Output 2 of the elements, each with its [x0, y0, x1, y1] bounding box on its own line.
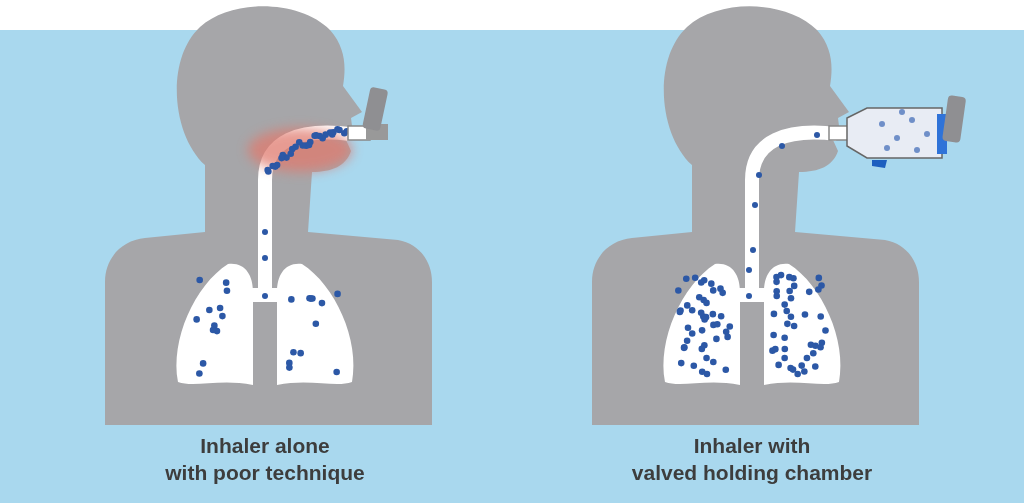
caption: Inhaler with valved holding chamber [630, 433, 874, 486]
caption: Inhaler alone with poor technique [164, 433, 366, 486]
